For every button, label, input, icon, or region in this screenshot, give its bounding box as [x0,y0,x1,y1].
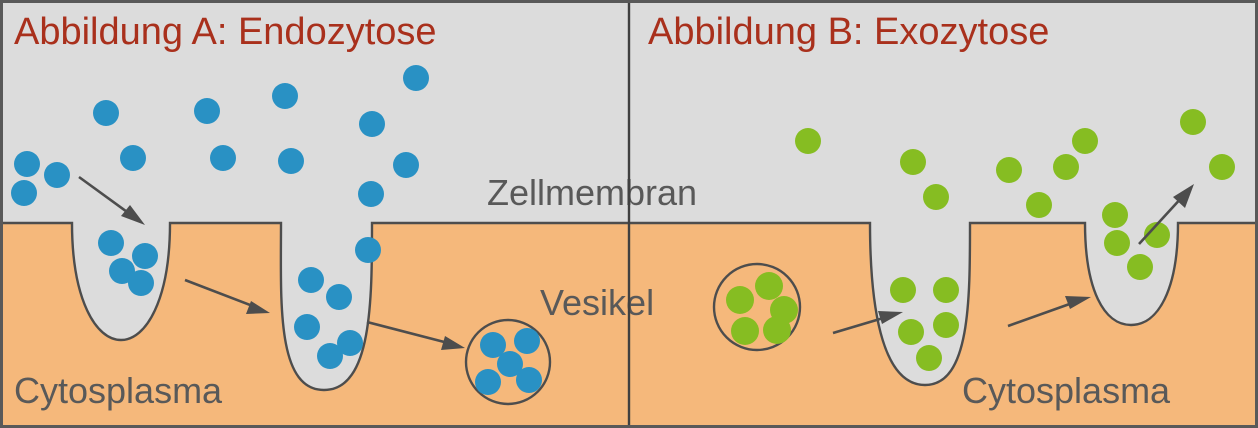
panel-b-title: Abbildung B: Exozytose [648,11,1049,53]
particle-blue [128,270,154,296]
particle-blue [294,314,320,340]
particle-green [1144,222,1170,248]
particle-blue [403,65,429,91]
particle-green [1209,154,1235,180]
particle-blue [516,367,542,393]
panel-a-cytoplasm-label: Cytosplasma [14,370,223,411]
panel-a-pit-particles [98,230,158,296]
particle-green [795,128,821,154]
particle-green [933,277,959,303]
panel-a-arrows [78,175,465,350]
arrow-vesicle-to-pocket [832,311,903,335]
arrow-release-out [1138,184,1194,245]
panel-b-arrows [832,184,1194,335]
particle-green [1053,154,1079,180]
membrane-label: Zellmembran [487,172,697,213]
particle-blue [132,243,158,269]
particle-blue [44,162,70,188]
particle-blue [272,83,298,109]
arrow-pit-to-pocket [184,278,270,314]
particle-green [1180,109,1206,135]
panel-a-extracellular-particles [11,65,429,263]
particle-green [933,312,959,338]
particle-blue [337,330,363,356]
cell-membrane-outline [0,221,1258,392]
particle-green [1104,230,1130,256]
particle-green [726,286,754,314]
particle-blue [393,152,419,178]
arrow-pocket-to-vesicle [366,320,465,350]
panel-a-title: Abbildung A: Endozytose [14,11,437,53]
particle-green [763,316,791,344]
panel-b-extracellular-particles [795,109,1235,218]
particle-green [916,345,942,371]
particle-blue [11,180,37,206]
particle-green [1072,128,1098,154]
panel-b-release-pit-particles [1102,202,1170,280]
particle-blue [514,328,540,354]
particle-green [996,157,1022,183]
vesicle-membrane [712,262,802,352]
particle-blue [210,145,236,171]
vesicle-membrane [464,318,552,406]
arrow-pocket-to-pit [1007,296,1091,328]
particle-blue [98,230,124,256]
panel-b: Abbildung B: Exozytose Cytosplasma [648,11,1235,411]
particle-blue [14,151,40,177]
panel-b-cytoplasm-label: Cytosplasma [962,370,1171,411]
particle-blue [326,284,352,310]
arrow-uptake-into-pit [78,175,145,225]
particle-blue [194,98,220,124]
particle-blue [109,258,135,284]
panel-b-pocket-particles [890,277,959,371]
particle-blue [359,111,385,137]
particle-blue [355,237,381,263]
particle-blue [475,369,501,395]
panel-a: Abbildung A: Endozytose Cytosplasma [11,11,552,411]
particle-green [890,277,916,303]
particle-green [731,317,759,345]
particle-green [1026,192,1052,218]
particle-blue [278,148,304,174]
particle-blue [480,332,506,358]
particle-green [900,149,926,175]
panel-a-free-vesicle [464,318,552,406]
panel-b-free-vesicle [712,262,802,352]
particle-blue [93,100,119,126]
particle-green [755,272,783,300]
particle-blue [497,351,523,377]
particle-green [923,184,949,210]
vesicle-label: Vesikel [540,282,654,323]
particle-green [898,319,924,345]
particle-blue [358,181,384,207]
panel-a-pocket-particles [294,267,363,369]
particle-blue [317,343,343,369]
particle-blue [120,145,146,171]
particle-green [1102,202,1128,228]
particle-green [1127,254,1153,280]
particle-blue [298,267,324,293]
